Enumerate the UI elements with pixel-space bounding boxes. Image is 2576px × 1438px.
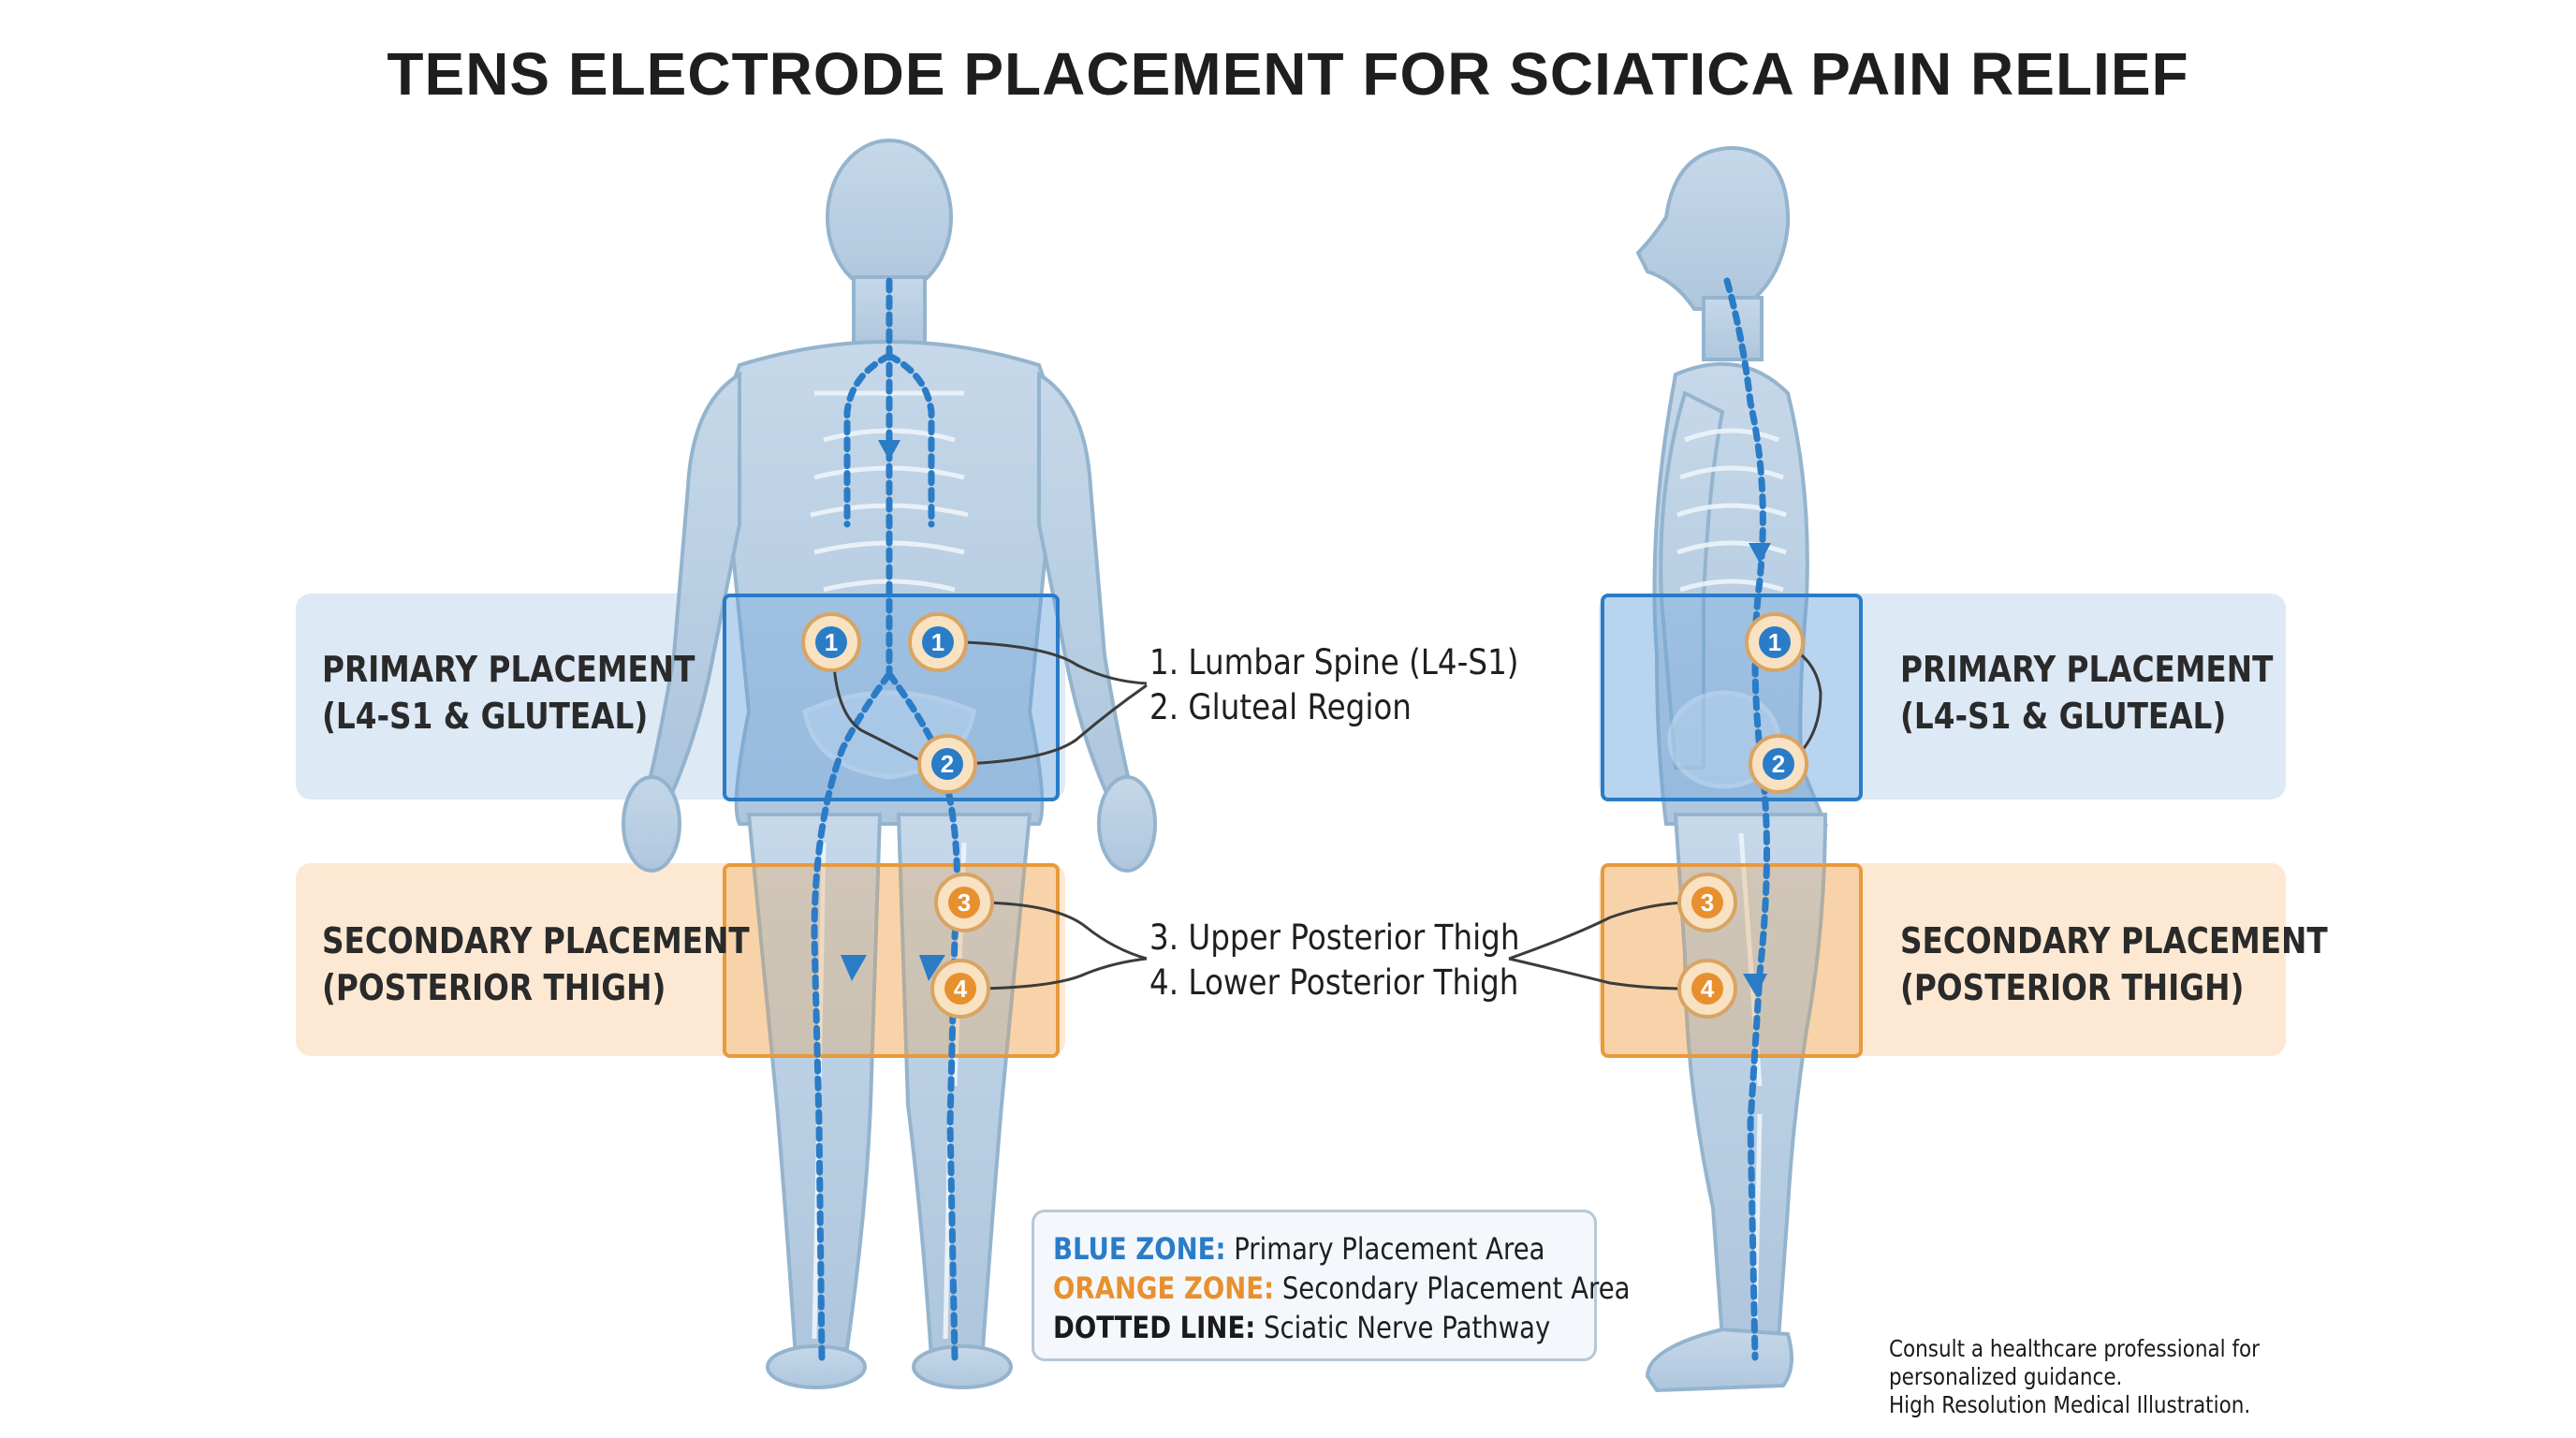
legend-dotted-key: DOTTED LINE: [1053,1310,1256,1345]
legend-blue-row: BLUE ZONE: Primary Placement Area [1053,1229,1545,1269]
posterior-body-figure [622,139,1157,1389]
electrode-2-lateral: 2 [1749,734,1808,794]
legend-orange-key: ORANGE ZONE: [1053,1270,1275,1306]
orange-zone-posterior [723,863,1060,1058]
orange-zone-lateral [1601,863,1863,1058]
primary-label-left-line1: PRIMARY PLACEMENT [322,649,695,690]
electrode-1-right: 1 [908,612,968,672]
connector-lines [831,640,1822,990]
secondary-label-left-line1: SECONDARY PLACEMENT [322,920,750,961]
blue-zone-lateral [1601,594,1863,801]
secondary-placement-list: 3. Upper Posterior Thigh 4. Lower Poster… [1149,916,1519,1005]
electrode-1-left: 1 [801,612,861,672]
legend-blue-key: BLUE ZONE: [1053,1231,1226,1267]
secondary-label-right: SECONDARY PLACEMENT (POSTERIOR THIGH) [1900,917,2328,1011]
legend-orange-desc: Secondary Placement Area [1281,1270,1631,1306]
secondary-label-left-line2: (POSTERIOR THIGH) [322,967,666,1008]
footnote: Consult a healthcare professional for pe… [1889,1335,2260,1419]
electrode-3-lateral-label: 3 [1701,888,1714,917]
diagram-title: TENS ELECTRODE PLACEMENT FOR SCIATICA PA… [387,40,2189,108]
primary-placement-list: 1. Lumbar Spine (L4-S1) 2. Gluteal Regio… [1149,640,1519,730]
list-item-upper-thigh: 3. Upper Posterior Thigh [1149,917,1520,958]
list-item-gluteal: 2. Gluteal Region [1149,687,1412,727]
electrode-4-lateral: 4 [1677,959,1737,1019]
electrode-4-lateral-label: 4 [1701,975,1715,1003]
nerve-arrows [841,440,1771,996]
electrode-4-posterior: 4 [930,959,990,1019]
electrode-1-lateral-label: 1 [1768,628,1781,656]
electrode-2-lateral-label: 2 [1772,750,1785,778]
secondary-label-right-line1: SECONDARY PLACEMENT [1900,920,2328,961]
primary-label-left: PRIMARY PLACEMENT (L4-S1 & GLUTEAL) [322,646,695,740]
electrode-4-posterior-label: 4 [954,975,968,1003]
electrode-3-posterior-label: 3 [958,888,971,917]
secondary-label-right-line2: (POSTERIOR THIGH) [1900,967,2245,1008]
footnote-line3: High Resolution Medical Illustration. [1889,1391,2251,1418]
electrode-3-posterior: 3 [934,873,994,932]
electrode-2-posterior: 2 [917,734,977,794]
footnote-line1: Consult a healthcare professional for [1889,1335,2261,1362]
electrode-1-right-label: 1 [931,628,944,656]
footnote-line2: personalized guidance. [1889,1363,2123,1390]
legend-dotted-row: DOTTED LINE: Sciatic Nerve Pathway [1053,1308,1550,1347]
primary-label-right-line2: (L4-S1 & GLUTEAL) [1900,696,2227,737]
secondary-label-left: SECONDARY PLACEMENT (POSTERIOR THIGH) [322,917,750,1011]
legend-dotted-desc: Sciatic Nerve Pathway [1263,1310,1551,1345]
electrode-1-left-label: 1 [825,628,838,656]
legend-box: BLUE ZONE: Primary Placement Area ORANGE… [1032,1210,1631,1361]
list-item-lumbar: 1. Lumbar Spine (L4-S1) [1149,642,1519,682]
list-item-lower-thigh: 4. Lower Posterior Thigh [1149,962,1519,1003]
electrode-3-lateral: 3 [1677,873,1737,932]
primary-label-right-line1: PRIMARY PLACEMENT [1900,649,2274,690]
legend-orange-row: ORANGE ZONE: Secondary Placement Area [1053,1269,1631,1308]
electrode-1-lateral: 1 [1745,612,1805,672]
primary-label-right: PRIMARY PLACEMENT (L4-S1 & GLUTEAL) [1900,646,2273,740]
legend-blue-desc: Primary Placement Area [1234,1231,1545,1267]
primary-label-left-line2: (L4-S1 & GLUTEAL) [322,696,649,737]
electrode-2-posterior-label: 2 [941,750,954,778]
